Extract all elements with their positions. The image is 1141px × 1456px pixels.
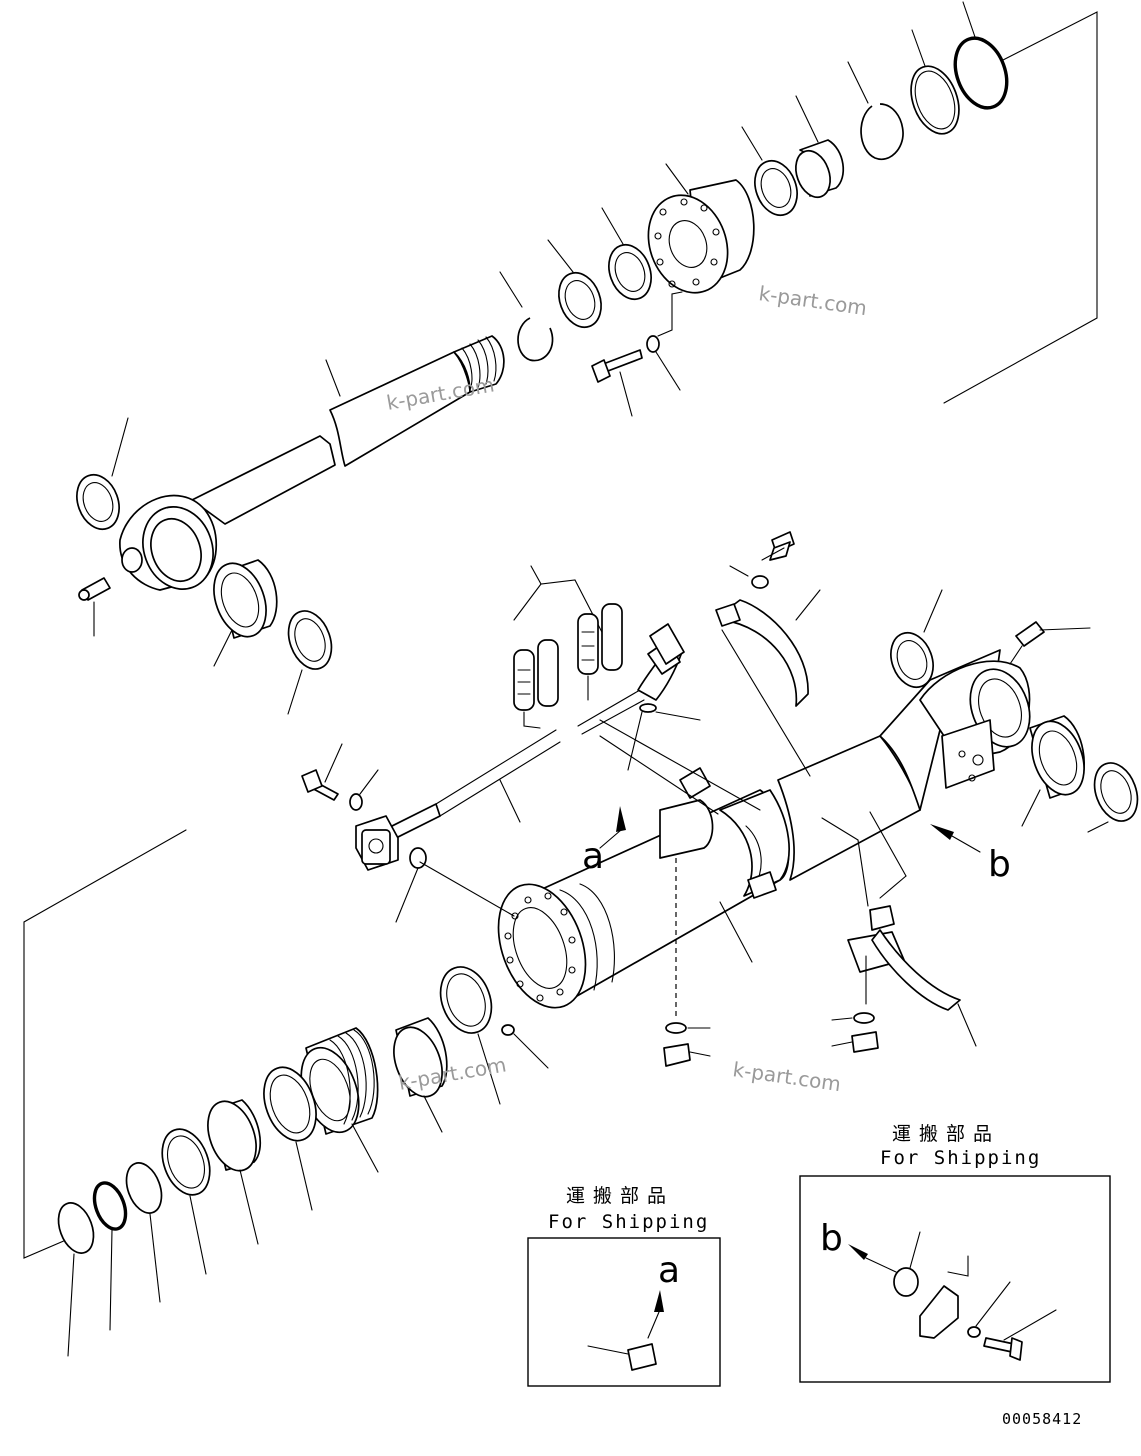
clamp-band-upper — [715, 531, 821, 777]
piston-rod-assembly — [76, 1, 1098, 715]
tube-end-bushing — [1021, 715, 1085, 827]
seal-ring — [558, 271, 602, 329]
drawing-code: 00058412 — [1002, 1410, 1082, 1428]
svg-text:b: b — [820, 1218, 843, 1259]
flange-o-ring — [409, 847, 427, 869]
tube-end-seal — [1093, 762, 1139, 822]
piston-bushing — [393, 1017, 448, 1133]
shipping-clamp — [919, 1285, 959, 1339]
o-ring-large — [953, 36, 1009, 110]
washer — [646, 335, 660, 353]
clamp-band-lower — [821, 811, 977, 1047]
eye-seal — [287, 610, 333, 670]
nut-a — [663, 1043, 691, 1067]
nut-screw — [501, 1024, 515, 1036]
tube-seal-top — [890, 631, 934, 689]
watermark-4: k-part.com — [731, 1057, 842, 1096]
piston-ring-2 — [161, 1128, 211, 1196]
callout-b: b — [930, 824, 1011, 885]
watermark-1: k-part.com — [757, 281, 868, 320]
pipe-clamp-b — [577, 603, 623, 675]
dust-seal — [76, 473, 120, 531]
washer-b — [853, 1012, 875, 1024]
backup-ring-small — [125, 1162, 163, 1214]
grease-fitting-tube — [1009, 621, 1091, 665]
piping-assembly — [301, 565, 701, 923]
wear-ring — [207, 1099, 262, 1245]
rod-seal — [754, 159, 798, 217]
piston-ring-1 — [439, 966, 493, 1034]
svg-text:運搬部品: 運搬部品 — [892, 1123, 1000, 1145]
shipping-box-a: 運搬部品 For Shipping a — [527, 1185, 721, 1387]
shipping-cap — [893, 1267, 919, 1297]
bearing — [608, 243, 652, 301]
end-ring — [57, 1202, 95, 1254]
cylinder-tube — [419, 649, 1031, 1009]
flange-bolt — [301, 743, 343, 801]
clamp-washer — [751, 575, 769, 589]
tube-end-eye — [919, 660, 1031, 789]
retaining-ring — [517, 317, 554, 362]
svg-text:b: b — [988, 844, 1011, 885]
pipe-flange — [355, 815, 399, 871]
o-ring-piston — [92, 1181, 128, 1231]
piston-rod — [119, 335, 505, 591]
shipping-washer — [967, 1326, 981, 1338]
snap-ring — [860, 103, 904, 161]
backup-ring — [910, 65, 960, 135]
svg-text:a: a — [582, 836, 604, 877]
piston-seal — [263, 1066, 317, 1142]
head-bolt — [591, 349, 643, 417]
callout-a: a — [582, 806, 626, 877]
cylinder-head — [647, 163, 755, 294]
piston-assembly — [23, 829, 549, 1357]
svg-text:For Shipping: For Shipping — [880, 1147, 1041, 1169]
shipping-bolt — [983, 1337, 1015, 1353]
svg-text:For Shipping: For Shipping — [548, 1211, 709, 1233]
pipe-clamp-a — [513, 639, 559, 711]
shipping-nut — [627, 1343, 657, 1371]
svg-text:運搬部品: 運搬部品 — [566, 1185, 674, 1207]
nut-b — [851, 1031, 879, 1053]
o-ring-small — [639, 703, 657, 713]
flange-washer — [349, 793, 363, 811]
svg-text:a: a — [658, 1250, 680, 1291]
shipping-box-b: 運搬部品 For Shipping b — [799, 1123, 1111, 1383]
grease-fitting — [78, 577, 111, 637]
washer-a — [665, 1022, 687, 1034]
rod-eye-bushing — [213, 559, 278, 667]
pipe-elbow — [637, 623, 685, 701]
